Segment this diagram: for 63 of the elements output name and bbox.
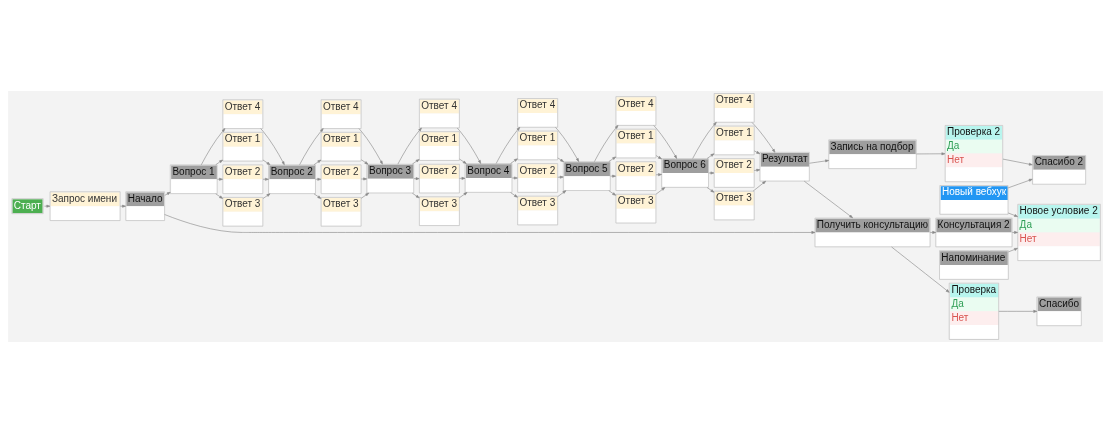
arrow: [809, 159, 829, 164]
arrow: [998, 309, 1038, 313]
arrow: [557, 175, 564, 179]
arrow: [313, 159, 322, 165]
arrow: [262, 193, 271, 199]
arrow: [412, 192, 420, 199]
arrow: [753, 168, 761, 172]
arrow: [360, 192, 370, 199]
arrow: [44, 204, 51, 208]
arrow: [313, 193, 322, 199]
arrow: [594, 125, 619, 162]
arrow: [358, 128, 383, 165]
arrow: [459, 176, 466, 180]
arrow: [510, 158, 518, 164]
arrow: [752, 180, 766, 192]
arrow: [557, 157, 564, 162]
arrow: [262, 159, 271, 166]
arrow: [360, 177, 368, 181]
arrow: [610, 174, 616, 178]
arrow: [557, 190, 567, 197]
arrow: [510, 192, 518, 198]
arrow: [217, 177, 223, 181]
arrow: [215, 159, 223, 165]
arrow: [708, 171, 715, 175]
arrow: [692, 122, 717, 159]
arrow: [1012, 231, 1018, 234]
arrow: [360, 159, 369, 165]
arrow: [655, 187, 666, 195]
arrow: [459, 158, 467, 164]
arrow: [929, 231, 937, 234]
arrow: [753, 150, 761, 155]
arrow: [655, 155, 662, 160]
arrow: [1007, 212, 1018, 217]
arrow: [511, 176, 518, 180]
arrow: [608, 190, 617, 196]
arrow: [655, 173, 662, 177]
arrow: [706, 153, 715, 159]
arrow: [164, 214, 816, 234]
arrow: [315, 177, 322, 181]
arrow: [706, 187, 715, 193]
arrow: [459, 192, 468, 198]
arrow: [456, 127, 482, 164]
arrow: [608, 156, 617, 162]
arrow: [916, 152, 946, 156]
arrow: [299, 128, 324, 166]
arrow: [1008, 248, 1018, 253]
arrow: [413, 177, 420, 181]
arrow: [262, 177, 269, 181]
arrow: [751, 122, 776, 153]
arrow: [1007, 178, 1033, 189]
arrow: [397, 127, 422, 165]
arrow: [555, 127, 580, 162]
arrow: [201, 128, 226, 166]
arrow: [653, 125, 678, 159]
arrow: [1002, 158, 1033, 166]
arrow: [495, 127, 521, 164]
arrow: [412, 159, 420, 165]
arrow: [803, 180, 853, 219]
arrow: [260, 128, 285, 166]
arrow: [120, 204, 126, 208]
arrow: [891, 246, 950, 293]
arrow: [164, 191, 171, 196]
arrow: [215, 193, 223, 199]
